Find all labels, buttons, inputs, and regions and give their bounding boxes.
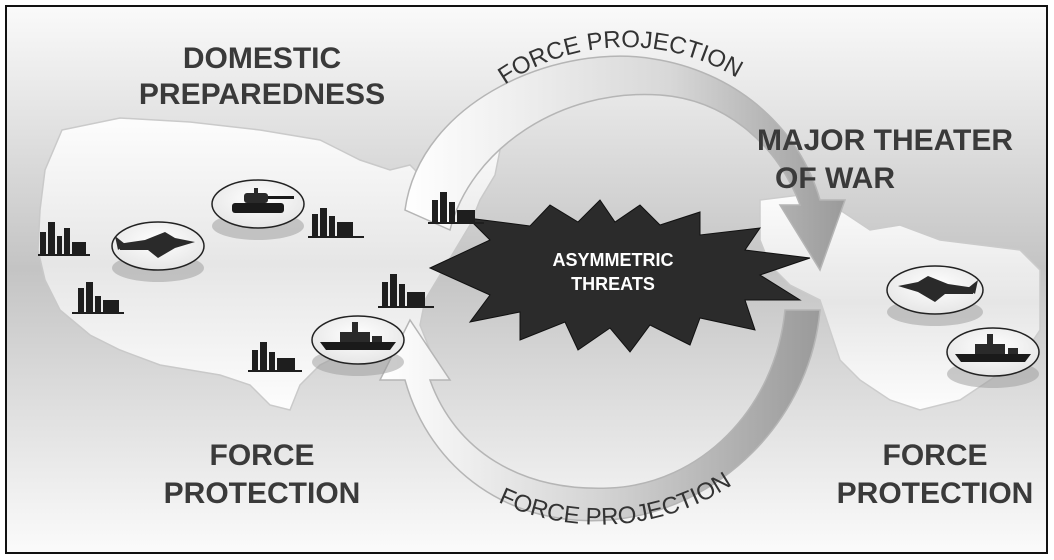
tank-icon: [211, 179, 305, 240]
city-skyline-icon: [378, 274, 434, 308]
asymmetric-threats-line2: THREATS: [571, 274, 655, 294]
starburst-icon: [428, 199, 811, 353]
city-skyline-icon: [72, 282, 124, 314]
domestic-preparedness-line2: PREPAREDNESS: [139, 78, 385, 111]
force-protection-left-line2: PROTECTION: [164, 477, 361, 510]
city-skyline-icon: [248, 342, 302, 372]
force-projection-bottom-arrow: [378, 309, 821, 522]
force-projection-top-arrow: [404, 55, 847, 272]
domestic-preparedness-line1: DOMESTIC: [183, 42, 341, 75]
force-protection-right-line2: PROTECTION: [837, 477, 1034, 510]
fighter-jet-icon: [111, 221, 205, 282]
city-skyline-icon: [428, 192, 484, 224]
city-skyline-icon: [38, 222, 90, 256]
warship-icon: [311, 315, 405, 376]
asymmetric-threats-line1: ASYMMETRIC: [553, 250, 674, 270]
major-theater-line1: MAJOR THEATER: [757, 124, 1013, 157]
fighter-jet-icon: [886, 265, 984, 326]
force-protection-right-line1: FORCE: [883, 439, 988, 472]
warship-icon: [946, 327, 1040, 388]
major-theater-line2: OF WAR: [775, 162, 895, 195]
city-skyline-icon: [308, 208, 364, 238]
force-protection-left-line1: FORCE: [210, 439, 315, 472]
